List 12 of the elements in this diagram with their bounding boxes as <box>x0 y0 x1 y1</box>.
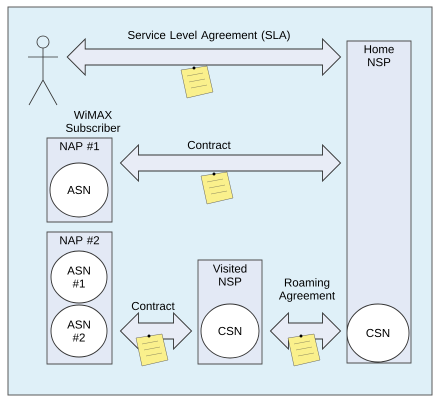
circle-node: CSN <box>200 304 260 358</box>
edge-label: Service Level Agreement (SLA) <box>128 30 290 42</box>
edge-label: Contract <box>132 302 175 310</box>
circle-node: ASN #1 <box>50 250 108 304</box>
node-caption: WiMAX Subscriber <box>66 110 120 132</box>
circle-node: CSN <box>346 304 410 362</box>
edge-label: Roaming Agreement <box>278 278 336 302</box>
person-figure <box>28 36 58 106</box>
circle-node: ASN #2 <box>50 304 108 358</box>
edge-label: Contract <box>188 140 231 150</box>
block-arrow <box>66 38 342 76</box>
circle-node: ASN <box>50 162 108 218</box>
